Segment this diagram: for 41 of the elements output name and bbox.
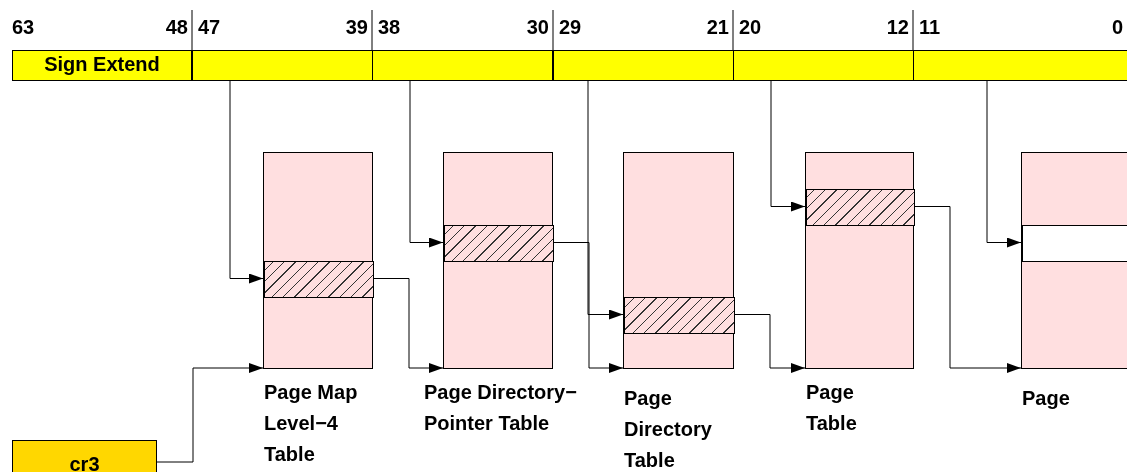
bit-number: 48 [165, 15, 188, 40]
arrow [372, 278, 444, 373]
bit-number: 30 [526, 15, 549, 40]
table-entry [444, 225, 554, 262]
bit-field [553, 50, 734, 81]
table-entry [1022, 225, 1127, 262]
bit-field [12, 50, 192, 81]
bit-number: 63 [12, 15, 35, 40]
bit-field [913, 50, 1127, 81]
arrow [770, 80, 806, 212]
bit-field [192, 50, 373, 81]
arrow [587, 80, 624, 320]
arrow [409, 80, 444, 248]
arrow [229, 80, 264, 284]
register-box [12, 440, 157, 472]
table-caption: Page Directory Table [624, 386, 713, 472]
table-entry [806, 189, 915, 226]
table-entry [264, 261, 374, 298]
bit-number: 38 [378, 15, 401, 40]
field-label: Sign Extend [43, 52, 161, 77]
bit-number: 39 [345, 15, 368, 40]
table-caption: Page Table [806, 380, 858, 436]
bit-number: 29 [559, 15, 582, 40]
arrow [552, 242, 624, 373]
arrow [986, 80, 1022, 248]
bit-number: 20 [739, 15, 762, 40]
arrow [156, 363, 264, 463]
table-caption: Page [1022, 386, 1071, 411]
table-caption: Page Directory− Pointer Table [424, 380, 578, 436]
bit-field [372, 50, 553, 81]
bit-number: 47 [198, 15, 221, 40]
field-label: cr3 [68, 452, 101, 472]
arrow [733, 314, 806, 373]
arrow [913, 206, 1022, 373]
bit-number: 21 [706, 15, 729, 40]
bit-number: 0 [1111, 15, 1123, 40]
table-caption: Page Map Level−4 Table [264, 380, 359, 467]
bit-field [733, 50, 914, 81]
bit-number: 12 [886, 15, 909, 40]
bit-number: 11 [919, 15, 941, 40]
table-entry [624, 297, 735, 334]
